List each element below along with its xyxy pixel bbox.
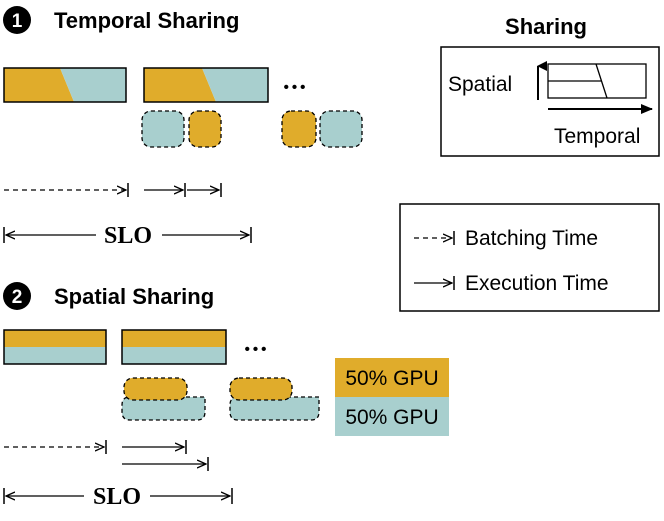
temporal-task-gold-2 (281, 110, 317, 148)
temporal-sharing-section: 1 Temporal Sharing ••• (3, 6, 363, 249)
gpu-legend: 50% GPU 50% GPU (335, 358, 449, 436)
temporal-ellipsis: ••• (284, 79, 309, 96)
spatial-task-group-2 (229, 377, 320, 421)
section-title-temporal: Temporal Sharing (54, 8, 239, 33)
gpu-legend-bottom-label: 50% GPU (345, 406, 438, 429)
spatial-request-bar-1 (3, 329, 107, 365)
temporal-execution-arrow-1 (144, 183, 186, 197)
time-legend-box: Batching Time Execution Time (399, 203, 660, 312)
temporal-task-gold-1 (188, 110, 222, 148)
sharing-axis-spatial-label: Spatial (448, 73, 512, 96)
spatial-batching-arrow (4, 440, 107, 454)
temporal-slo-span (3, 227, 252, 243)
gpu-legend-gold-swatch (335, 358, 449, 397)
sharing-axis-temporal-label: Temporal (554, 125, 640, 148)
sharing-mini-bar (547, 63, 647, 99)
spatial-sharing-section: 2 Spatial Sharing ••• 50% GPU (3, 282, 449, 510)
temporal-task-teal-2 (319, 110, 363, 148)
section-number-badge-2 (3, 282, 31, 310)
gpu-legend-teal-swatch (335, 397, 449, 436)
spatial-execution-arrow-1 (122, 440, 187, 454)
section-number-badge-1 (3, 6, 31, 34)
spatial-ellipsis: ••• (245, 341, 270, 358)
temporal-request-bar-2 (143, 67, 269, 103)
legend-execution-arrow (414, 276, 455, 290)
spatial-slo-span (3, 488, 233, 504)
gpu-legend-top-label: 50% GPU (345, 367, 438, 390)
sharing-box-title: Sharing (505, 14, 587, 39)
section-number-2: 2 (12, 287, 23, 308)
spatial-execution-arrow-2 (122, 457, 209, 471)
spatial-task-group-1 (121, 377, 206, 421)
legend-batching-arrow (414, 231, 455, 245)
legend-batching-label: Batching Time (465, 227, 598, 250)
temporal-request-bar-1 (3, 67, 127, 103)
section-number-1: 1 (12, 11, 23, 32)
legend-execution-label: Execution Time (465, 272, 609, 295)
spatial-slo-label: SLO (93, 484, 141, 510)
temporal-slo-label: SLO (104, 223, 152, 249)
spatial-request-bar-2 (121, 329, 227, 365)
section-title-spatial: Spatial Sharing (54, 284, 214, 309)
temporal-execution-arrow-2 (187, 183, 222, 197)
temporal-batching-arrow (4, 183, 129, 197)
sharing-axes-box: Sharing Spatial Temporal (440, 14, 660, 157)
temporal-task-teal-1 (141, 110, 185, 148)
